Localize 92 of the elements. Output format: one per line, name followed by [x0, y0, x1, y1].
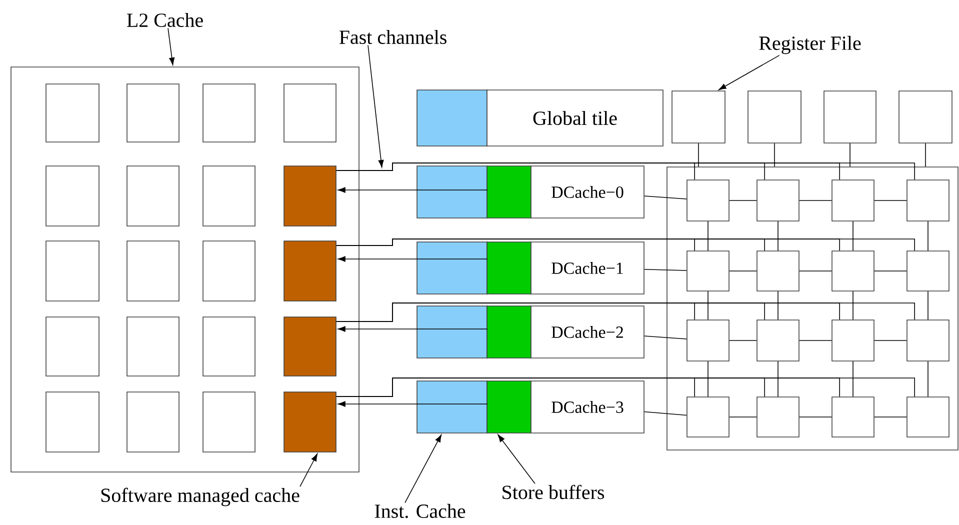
link-line [644, 196, 687, 200]
mesh-tile [906, 250, 950, 292]
mesh-tile [686, 250, 730, 292]
link-line [799, 340, 832, 341]
callout-label: Inst. Cache [374, 504, 466, 518]
link-line [644, 336, 687, 340]
cache-tile [46, 392, 100, 452]
cache-tile [46, 240, 100, 302]
link-line [729, 340, 757, 341]
link-line [799, 200, 832, 201]
link-line [729, 270, 757, 272]
mesh-tile [832, 320, 874, 362]
cache-tile [202, 84, 256, 142]
dcache-box: DCache−1 [530, 242, 644, 294]
dcache-box: DCache−0 [530, 166, 644, 218]
mesh-tile [756, 396, 800, 438]
store-buffer-box [486, 166, 532, 218]
cache-tile [126, 166, 180, 226]
leader-line [718, 54, 780, 90]
instruction-cache-box [416, 166, 488, 218]
link-line [774, 143, 775, 167]
cache-tile [126, 84, 180, 142]
link-line [799, 270, 832, 272]
link-line [874, 270, 907, 272]
cache-tile [46, 316, 100, 376]
register-box [748, 90, 802, 144]
link-line [644, 411, 687, 416]
leader-line [368, 44, 384, 168]
instruction-cache-box [416, 306, 488, 358]
link-line [644, 269, 687, 271]
link-line [698, 143, 699, 167]
cache-tile [46, 84, 100, 142]
link-line [925, 143, 926, 167]
link-line [874, 200, 907, 201]
cache-tile [202, 316, 256, 376]
store-buffer-box [486, 380, 532, 434]
cache-tile [284, 240, 336, 302]
cache-tile [202, 240, 256, 302]
link-line [874, 416, 907, 418]
link-line [852, 221, 854, 251]
leader-line [300, 454, 318, 487]
mesh-tile [906, 180, 950, 222]
callout-label: Register File [759, 36, 861, 54]
cache-tile [126, 392, 180, 452]
channel-arrow [338, 401, 488, 407]
mesh-tile [906, 396, 950, 438]
instruction-cache-box [416, 90, 488, 146]
callout-label: L2 Cache [127, 12, 203, 28]
instruction-cache-box [416, 380, 488, 434]
link-line [729, 200, 757, 201]
link-line [852, 291, 854, 320]
dcache-box: DCache−3 [530, 380, 644, 434]
mesh-tile [906, 320, 950, 362]
register-box [824, 90, 876, 144]
leader-line [168, 28, 175, 66]
cache-tile [46, 166, 100, 226]
callout-label: Store buffers [502, 484, 604, 500]
leader-line [498, 434, 536, 484]
mesh-tile [756, 320, 800, 362]
instruction-cache-box [416, 242, 488, 294]
link-line [729, 416, 757, 418]
link-line [874, 340, 907, 341]
link-line [799, 416, 832, 418]
cache-tile [284, 316, 336, 376]
mesh-tile [832, 180, 874, 222]
store-buffer-box [486, 242, 532, 294]
link-line [852, 361, 854, 397]
cache-tile [202, 166, 256, 226]
register-box [898, 90, 952, 144]
mesh-tile [686, 320, 730, 362]
global-tile-box: Global tile [486, 90, 664, 146]
mesh-tile [756, 180, 800, 222]
mesh-tile [832, 396, 874, 438]
channel-arrow [338, 256, 488, 262]
dcache-box: DCache−2 [530, 306, 644, 358]
cache-tile [284, 84, 336, 142]
callout-label: Fast channels [339, 30, 446, 44]
cache-tile [284, 392, 336, 452]
channel-arrow [338, 326, 488, 332]
leader-line [404, 434, 442, 504]
register-box [672, 90, 726, 144]
channel-arrow [338, 187, 488, 193]
cache-tile [202, 392, 256, 452]
mesh-tile [756, 250, 800, 292]
callout-label: Software managed cache [101, 488, 300, 506]
mesh-tile [832, 250, 874, 292]
cache-tile [126, 240, 180, 302]
cache-tile [284, 166, 336, 226]
mesh-tile [686, 180, 730, 222]
mesh-tile [686, 396, 730, 438]
cache-tile [126, 316, 180, 376]
store-buffer-box [486, 306, 532, 358]
